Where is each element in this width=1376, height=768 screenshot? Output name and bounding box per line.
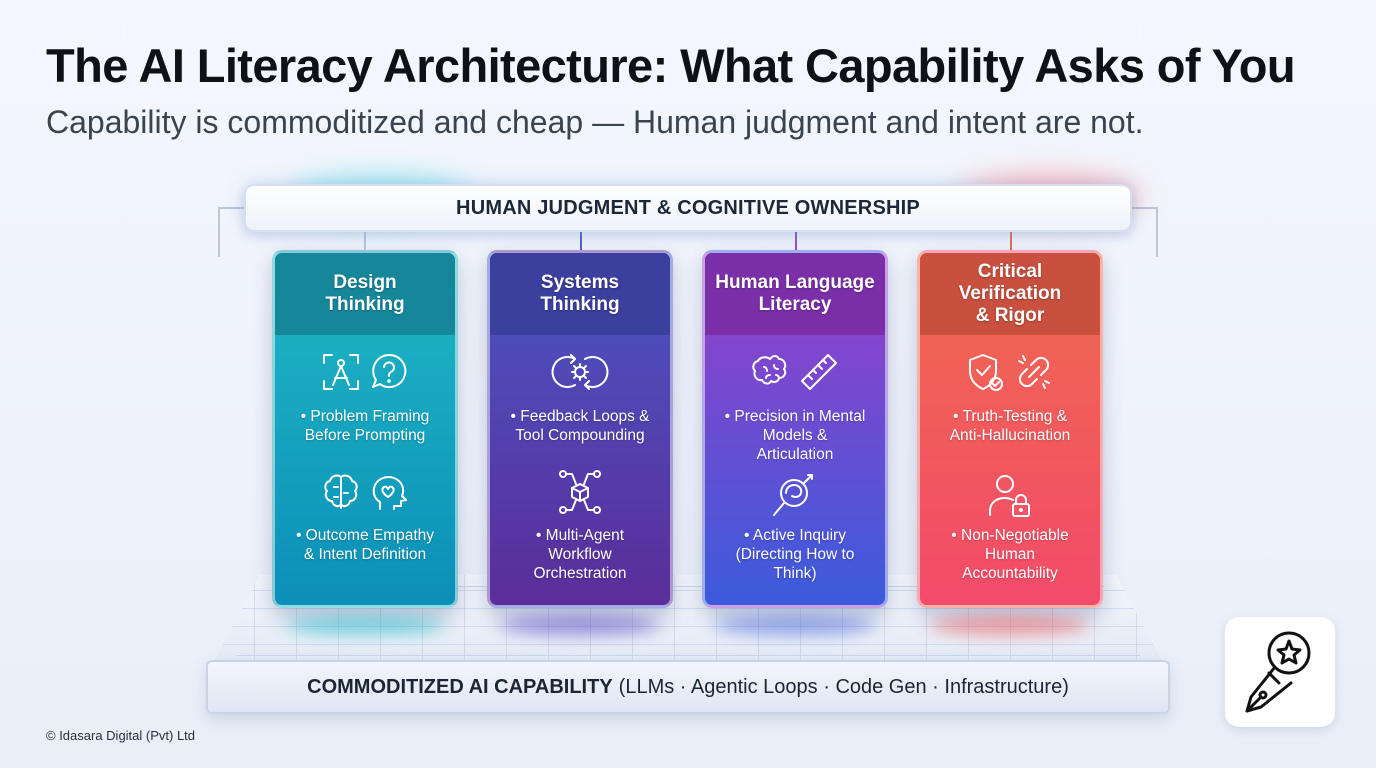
connector-2 <box>580 230 582 252</box>
brain-icon <box>324 474 358 509</box>
magnifier-icon <box>773 474 813 516</box>
brain-icon <box>752 355 787 385</box>
bullet-line: • Active Inquiry <box>744 527 846 544</box>
bullet-line: • Problem Framing <box>300 408 430 425</box>
connector-3 <box>795 230 797 252</box>
pillar-title-line: & Rigor <box>975 305 1045 326</box>
bullet-line: Tool Compounding <box>515 427 645 444</box>
page-subtitle: Capability is commoditized and cheap — H… <box>46 104 1144 140</box>
human-judgment-label: HUMAN JUDGMENT & COGNITIVE OWNERSHIP <box>456 196 920 219</box>
bullet-line: • Multi-Agent <box>535 527 625 544</box>
bullet-line: Think) <box>773 565 817 582</box>
cycle-gear-icon <box>551 354 609 390</box>
bullet-line: & Intent Definition <box>303 546 427 563</box>
brand-logo <box>1225 617 1335 727</box>
bullet-line: • Non-Negotiable <box>951 527 1069 544</box>
copyright-text: © Idasara Digital (Pvt) Ltd <box>46 728 196 743</box>
pillar-title-line: Design <box>333 272 397 293</box>
pillar-human-language-literacy: Human Language Literacy • Precision in M… <box>702 250 888 608</box>
question-bubble-icon <box>372 353 407 388</box>
pillar-design-thinking: Design Thinking • Problem Framing Before… <box>272 250 458 608</box>
pillar-glow-1 <box>285 615 445 635</box>
commoditized-capability-platform: COMMODITIZED AI CAPABILITY (LLMs · Agent… <box>206 660 1170 714</box>
frame-left-vertical <box>218 207 220 257</box>
pillar-title: Critical Verification & Rigor <box>920 253 1100 335</box>
platform-strong-label: COMMODITIZED AI CAPABILITY <box>307 675 613 698</box>
shield-check-icon <box>969 354 1003 391</box>
bullet-line: Anti-Hallucination <box>949 427 1071 444</box>
connector-1 <box>364 230 366 252</box>
user-lock-icon <box>989 475 1030 517</box>
ruler-icon <box>801 354 837 390</box>
pillar-title: Design Thinking <box>275 253 455 335</box>
pillar-title-line: Thinking <box>325 294 405 315</box>
pillar-systems-thinking: Systems Thinking • Feedback Loops & Tool… <box>487 250 673 608</box>
pillar-title-line: Human Language <box>715 272 875 293</box>
pillar-title-line: Verification <box>958 283 1062 304</box>
pillar-glow-3 <box>715 615 875 635</box>
broken-link-icon <box>1018 355 1050 389</box>
pillar-title-line: Systems <box>540 272 620 293</box>
pillar-title-line: Critical <box>977 261 1043 282</box>
platform-rest-label: (LLMs · Agentic Loops · Code Gen · Infra… <box>618 675 1069 698</box>
pillar-critical-verification: Critical Verification & Rigor • Truth-Te… <box>917 250 1103 608</box>
bullet-line: Articulation <box>756 446 834 463</box>
bullet-line: • Outcome Empathy <box>295 527 435 544</box>
agent-network-icon <box>559 470 601 514</box>
bullet-line: Accountability <box>962 565 1058 582</box>
compass-frame-icon <box>323 354 359 390</box>
frame-left-horizontal <box>218 207 246 209</box>
pillar-glow-4 <box>930 615 1090 635</box>
frame-right-vertical <box>1156 207 1158 257</box>
bullet-line: • Truth-Testing & <box>953 408 1067 425</box>
human-judgment-bar: HUMAN JUDGMENT & COGNITIVE OWNERSHIP <box>244 184 1132 232</box>
connector-4 <box>1010 230 1012 252</box>
heart-head-icon <box>372 476 407 510</box>
bullet-line: Human <box>985 546 1035 563</box>
pillar-title: Human Language Literacy <box>705 253 885 335</box>
bullet-line: Before Prompting <box>304 427 426 444</box>
page-title: The AI Literacy Architecture: What Capab… <box>46 39 1296 92</box>
bullet-line: (Directing How to <box>735 546 855 563</box>
bullet-line: Models & <box>762 427 828 444</box>
pillar-title-line: Thinking <box>540 294 620 315</box>
bullet-line: Workflow <box>548 546 612 563</box>
bullet-line: Orchestration <box>533 565 627 582</box>
frame-right-horizontal <box>1130 207 1158 209</box>
pen-nib-star-icon <box>1245 631 1311 713</box>
pillar-glow-2 <box>500 615 660 635</box>
pillar-title: Systems Thinking <box>490 253 670 335</box>
bullet-line: • Precision in Mental <box>724 408 866 425</box>
pillar-title-line: Literacy <box>758 294 832 315</box>
bullet-line: • Feedback Loops & <box>510 408 650 425</box>
